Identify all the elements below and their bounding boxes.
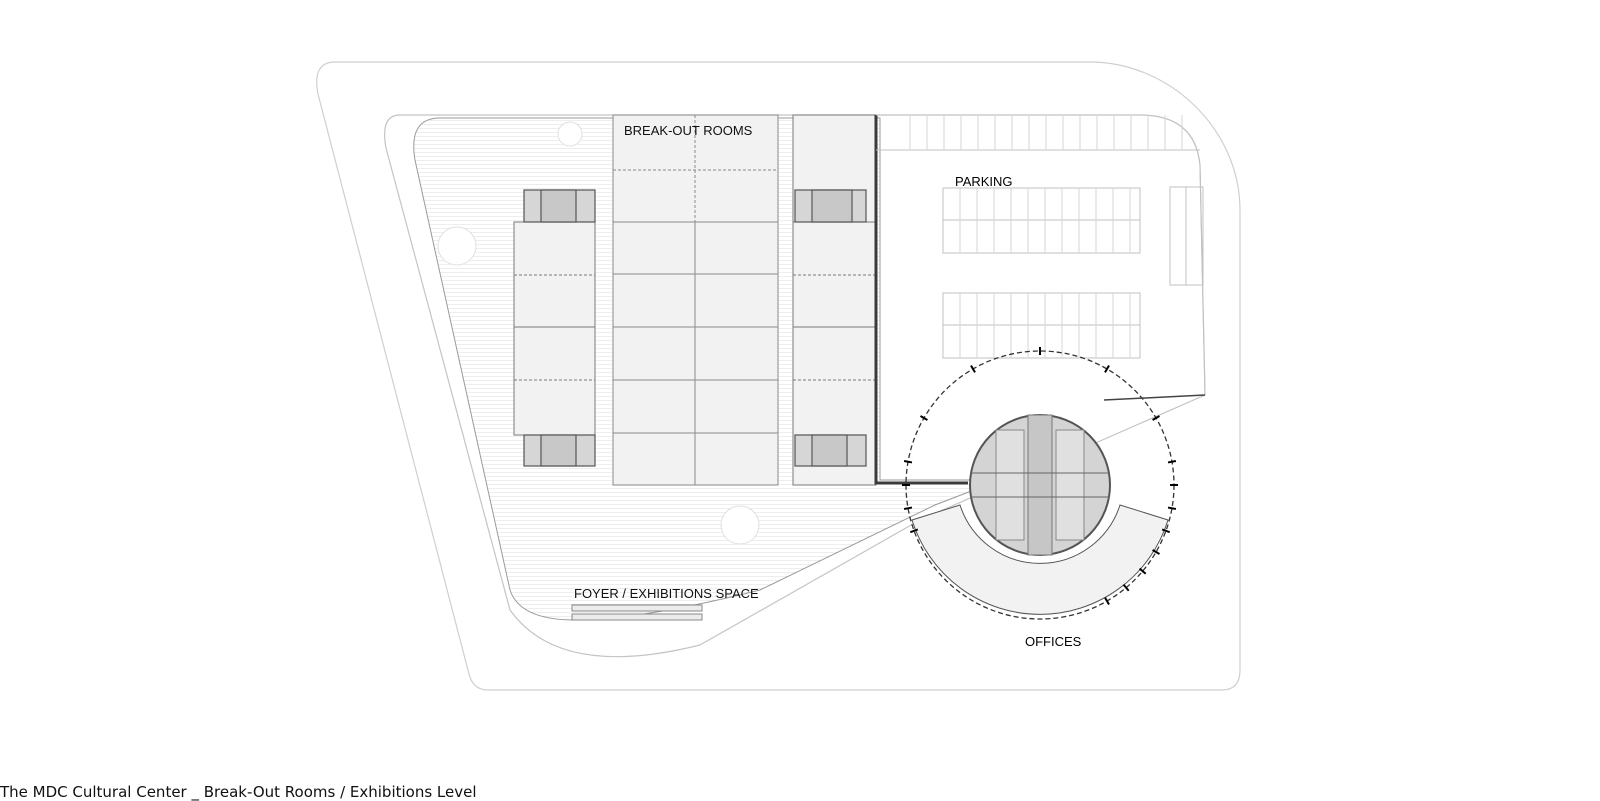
drawing-line [903,506,913,510]
office-core [969,414,1111,556]
stair-core [794,189,867,467]
column-circle [720,505,760,545]
column-circle [557,121,583,147]
break-out-rooms-center [612,114,779,486]
site-outline [316,61,1241,691]
stair-core [523,189,596,467]
drawing-line [903,460,913,464]
drawing-line [1161,528,1171,534]
parking-stalls [909,115,1183,358]
plan-caption: The MDC Cultural Center _ Break-Out Room… [0,783,477,801]
escalator [571,604,703,621]
drawing-line [1122,583,1130,592]
office-window-ticks [902,347,1178,606]
drawing-line [1167,460,1177,464]
break-out-rooms-left [513,221,596,436]
label-break-out-rooms: BREAK-OUT ROOMS [624,123,753,138]
drawing-line [909,528,919,534]
drawing-line [1152,415,1161,421]
label-parking: PARKING [955,174,1013,189]
column-circle [437,226,477,266]
parking-wall [874,115,968,485]
break-out-rooms-right [792,114,877,486]
drawing-line [970,364,976,373]
drawing-line [1167,506,1177,510]
drawing-line [1104,364,1110,373]
drawing-line [1104,597,1110,606]
label-foyer: FOYER / EXHIBITIONS SPACE [574,586,759,601]
label-offices: OFFICES [1025,634,1082,649]
drawing-line [919,415,928,421]
drawing-line [1138,567,1147,575]
drawing-line [1152,549,1161,555]
